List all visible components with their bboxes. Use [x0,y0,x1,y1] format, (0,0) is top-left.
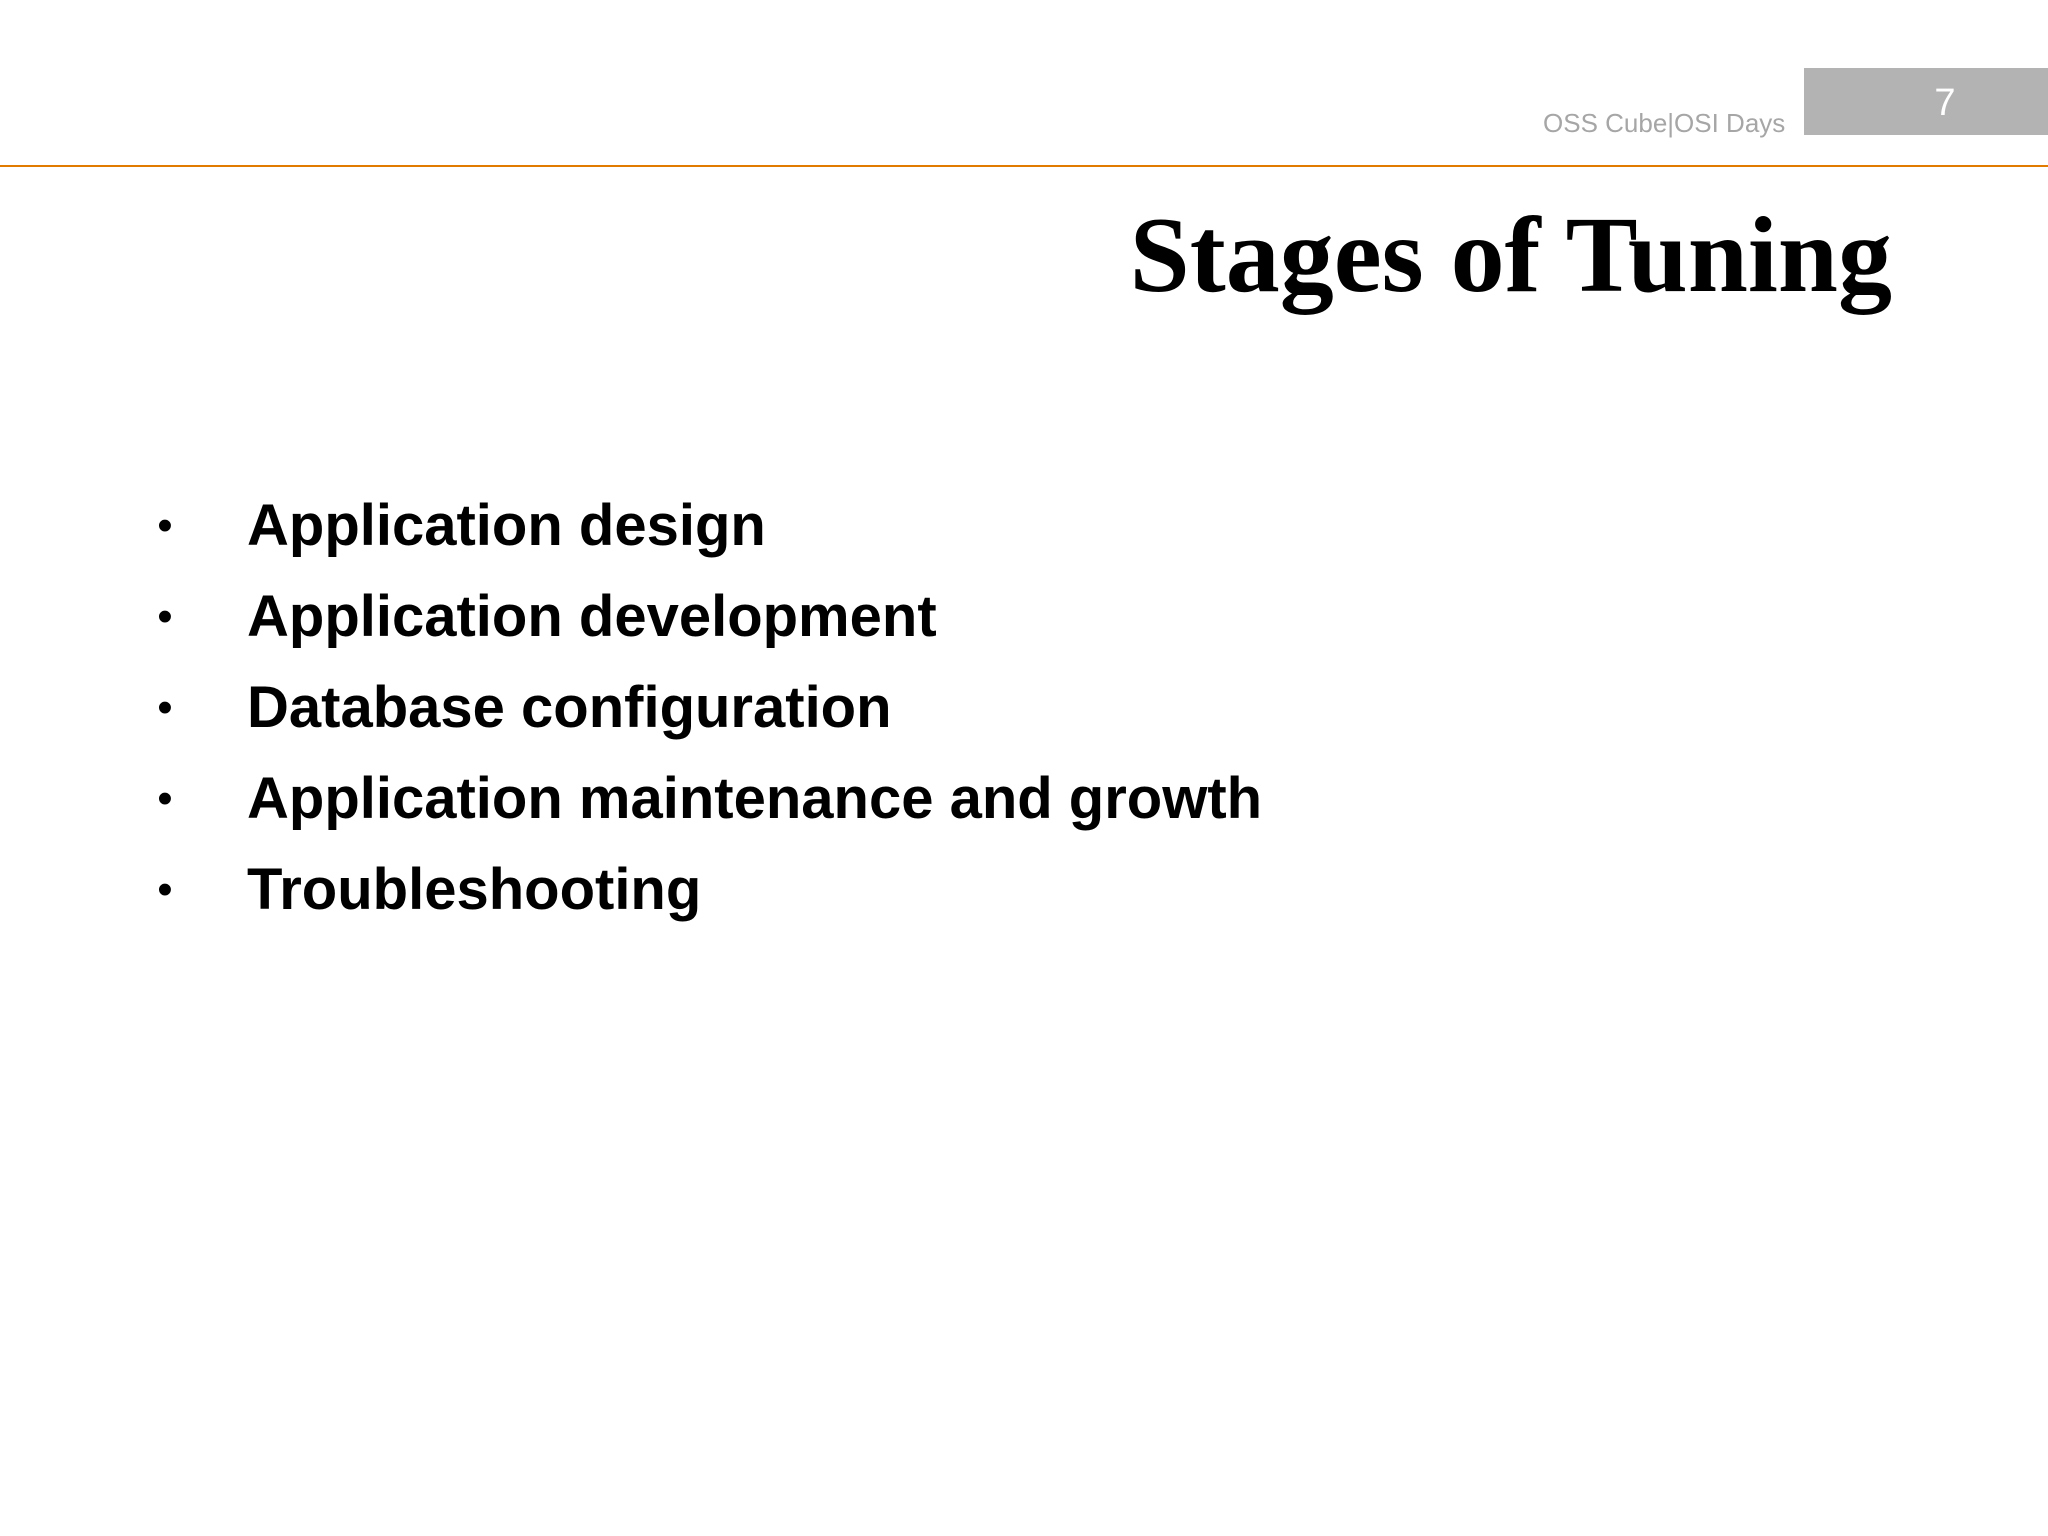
page-number-box [1804,68,2048,135]
bullet-icon: • [157,501,173,550]
page-number: 7 [1934,82,1956,124]
bullet-text: Database configuration [247,675,892,740]
bullet-icon: • [157,774,173,823]
bullet-text: Application maintenance and growth [247,766,1263,831]
header-divider [0,165,2048,167]
bullet-text: Application design [247,493,766,558]
footer-text: OSS Cube|OSI Days [1543,108,1786,138]
bullet-icon: • [157,592,173,641]
slide-title: Stages of Tuning [1129,196,1892,315]
bullet-text: Application development [247,584,937,649]
bullet-icon: • [157,683,173,732]
bullet-text: Troubleshooting [247,857,702,922]
bullet-icon: • [157,865,173,914]
